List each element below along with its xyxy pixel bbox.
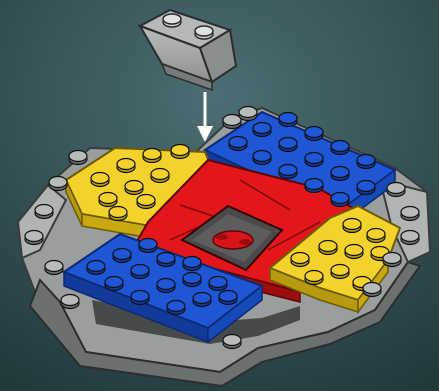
gray-stud xyxy=(383,253,401,267)
yellow-stud xyxy=(109,207,127,221)
yellow-stud xyxy=(117,159,135,173)
blue-stud xyxy=(183,273,201,287)
blue-stud xyxy=(209,277,227,291)
gray-stud xyxy=(223,335,241,349)
yellow-stud xyxy=(343,219,361,233)
blue-stud xyxy=(305,179,323,193)
blue-stud xyxy=(279,165,297,179)
blue-stud xyxy=(357,155,375,169)
gray-stud xyxy=(401,231,419,245)
yellow-stud xyxy=(91,173,109,187)
blue-stud xyxy=(167,301,185,315)
blue-stud xyxy=(157,279,175,293)
gray-stud xyxy=(61,295,79,309)
yellow-stud xyxy=(367,229,385,243)
blue-stud xyxy=(113,249,131,263)
yellow-stud xyxy=(171,145,189,159)
blue-stud xyxy=(253,151,271,165)
yellow-stud xyxy=(125,181,143,195)
blue-stud xyxy=(193,293,211,307)
blue-stud xyxy=(279,138,297,152)
blue-stud xyxy=(87,261,105,275)
blue-stud xyxy=(219,291,237,305)
gray-stud xyxy=(223,115,241,129)
yellow-stud xyxy=(305,271,323,285)
gray-stud xyxy=(49,177,67,191)
gray-stud xyxy=(45,261,63,275)
gray-stud xyxy=(25,231,43,245)
gray-stud xyxy=(35,205,53,219)
blue-stud xyxy=(139,239,157,253)
blue-stud xyxy=(357,181,375,195)
blue-stud xyxy=(105,277,123,291)
gray-stud xyxy=(387,183,405,197)
blue-stud xyxy=(331,193,349,207)
yellow-stud xyxy=(331,265,349,279)
blue-stud xyxy=(305,153,323,167)
blue-stud xyxy=(229,137,247,151)
yellow-stud xyxy=(345,245,363,259)
blue-stud xyxy=(131,291,149,305)
blue-stud xyxy=(331,141,349,155)
blue-stud xyxy=(157,253,175,267)
blue-stud xyxy=(253,123,271,137)
gray-stud xyxy=(69,151,87,165)
blue-stud xyxy=(183,257,201,271)
blue-stud xyxy=(305,127,323,141)
blue-stud xyxy=(331,167,349,181)
gray-stud xyxy=(239,107,257,121)
gray-stud xyxy=(363,283,381,297)
yellow-stud xyxy=(291,253,309,267)
yellow-stud xyxy=(319,241,337,255)
yellow-stud xyxy=(151,169,169,183)
yellow-stud xyxy=(99,193,117,207)
blue-stud xyxy=(131,265,149,279)
yellow-stud xyxy=(137,195,155,209)
yellow-stud xyxy=(143,149,161,163)
gray-stud xyxy=(401,207,419,221)
blue-stud xyxy=(279,113,297,127)
